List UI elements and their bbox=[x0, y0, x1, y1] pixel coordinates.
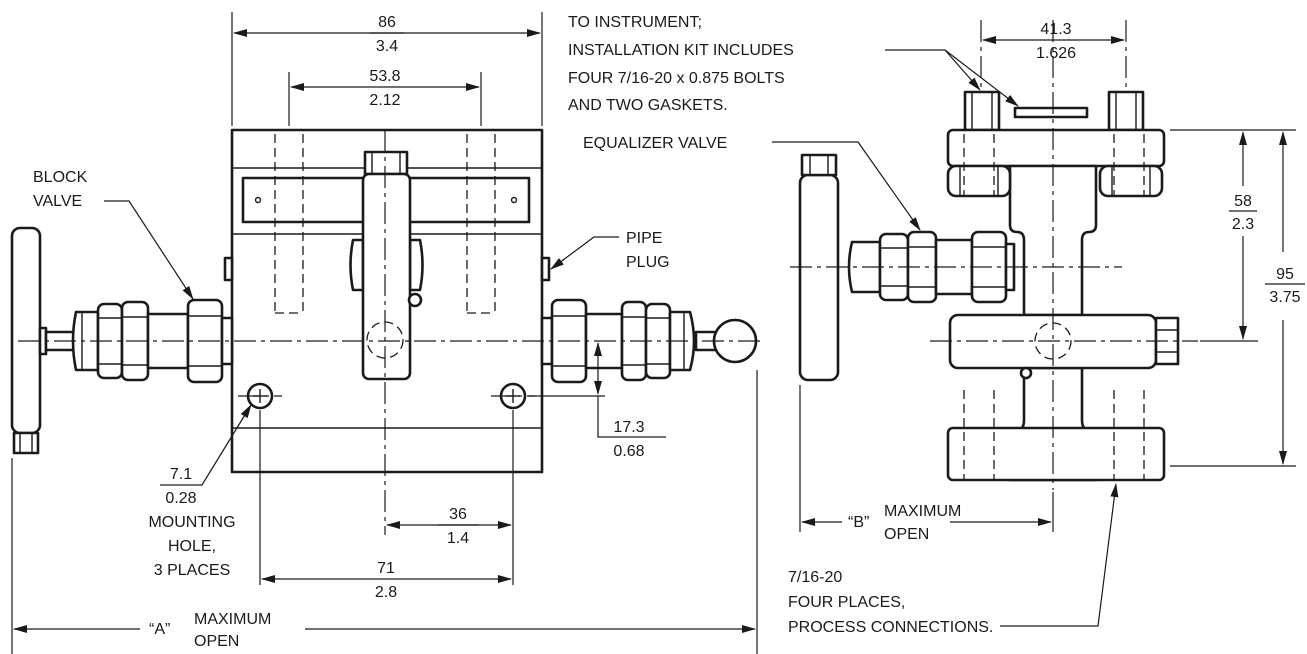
mounting-hole-text-3: 3 PLACES bbox=[154, 562, 230, 579]
mounting-hole-text-1: MOUNTING bbox=[148, 514, 235, 531]
dim-71-mm: 71 bbox=[377, 560, 395, 577]
equalizer-handle bbox=[361, 172, 412, 381]
process-note-2: FOUR PLACES, bbox=[788, 594, 905, 611]
bonnet-cap-left bbox=[71, 310, 100, 372]
dim-95-mm: 95 bbox=[1276, 266, 1294, 283]
dim-36-mm: 36 bbox=[449, 506, 467, 523]
dim-b-open: OPEN bbox=[884, 526, 929, 543]
pipe-plug-label-2: PLUG bbox=[626, 254, 670, 271]
dim-17-3-mm: 17.3 bbox=[613, 419, 644, 436]
dim-41-3-mm: 41.3 bbox=[1040, 21, 1071, 38]
process-note-1: 7/16-20 bbox=[788, 569, 842, 586]
instrument-note-1: TO INSTRUMENT; bbox=[568, 14, 702, 31]
top-flange bbox=[946, 128, 1166, 168]
dim-a-open: OPEN bbox=[194, 633, 239, 650]
block-valve-label-1: BLOCK bbox=[33, 169, 88, 186]
top-nut-left bbox=[946, 164, 1012, 198]
pipe-plug-right bbox=[540, 256, 551, 282]
side-handwheel-nut bbox=[800, 153, 838, 177]
instrument-note-3: FOUR 7/16-20 x 0.875 BOLTS bbox=[568, 70, 785, 87]
handwheel-left bbox=[10, 226, 42, 435]
mounting-hole-text-2: HOLE, bbox=[168, 538, 216, 555]
side-view: 41.3 1.626 58 2.3 95 3.75 “B” MAXIMUM OP… bbox=[568, 14, 1305, 636]
plate-rivet-right bbox=[510, 196, 518, 204]
instrument-bolt-right bbox=[1107, 90, 1145, 132]
dim-b-label: “B” bbox=[848, 514, 869, 531]
dim-17-3-in: 0.68 bbox=[613, 443, 644, 460]
dim-53-8-in: 2.12 bbox=[369, 92, 400, 109]
dim-58-in: 2.3 bbox=[1232, 216, 1254, 233]
dim-86-mm: 86 bbox=[378, 14, 396, 31]
dim-86-in: 3.4 bbox=[376, 38, 398, 55]
instrument-note-2: INSTALLATION KIT INCLUDES bbox=[568, 42, 794, 59]
plate-rivet-left bbox=[254, 196, 262, 204]
pipe-plug-label-1: PIPE bbox=[626, 230, 662, 247]
side-handwheel bbox=[798, 173, 840, 382]
dim-a-label: “A” bbox=[149, 621, 170, 638]
handwheel-left-nut bbox=[12, 431, 40, 455]
dim-a-maximum: MAXIMUM bbox=[194, 611, 271, 628]
equalizer-bonnet-side bbox=[349, 238, 365, 292]
dim-95-in: 3.75 bbox=[1269, 289, 1300, 306]
instrument-note-4: AND TWO GASKETS. bbox=[568, 97, 728, 114]
top-nut-right bbox=[1098, 164, 1164, 198]
equalizer-valve-label: EQUALIZER VALVE bbox=[583, 135, 727, 152]
equalizer-pin bbox=[407, 292, 423, 308]
process-note-3: PROCESS CONNECTIONS. bbox=[788, 619, 993, 636]
gasket bbox=[1013, 106, 1089, 119]
dim-7-1-in: 0.28 bbox=[165, 490, 196, 507]
left-block-valve bbox=[10, 226, 234, 455]
dim-41-3-in: 1.626 bbox=[1036, 45, 1076, 62]
instrument-bolt-left bbox=[963, 90, 1001, 132]
dim-58-mm: 58 bbox=[1234, 193, 1252, 210]
dim-71-in: 2.8 bbox=[375, 584, 397, 601]
pipe-plug-left bbox=[223, 256, 234, 282]
dim-53-8-mm: 53.8 bbox=[369, 68, 400, 85]
hidden-bolt-holes bbox=[274, 134, 496, 315]
dim-7-1-mm: 7.1 bbox=[170, 466, 192, 483]
front-view: 86 3.4 53.8 2.12 17.3 0.68 7.1 0.28 MOUN… bbox=[10, 12, 760, 654]
block-valve-label-2: VALVE bbox=[33, 193, 82, 210]
dim-b-maximum: MAXIMUM bbox=[884, 503, 961, 520]
bottom-flange bbox=[946, 426, 1166, 482]
dim-36-in: 1.4 bbox=[447, 530, 469, 547]
